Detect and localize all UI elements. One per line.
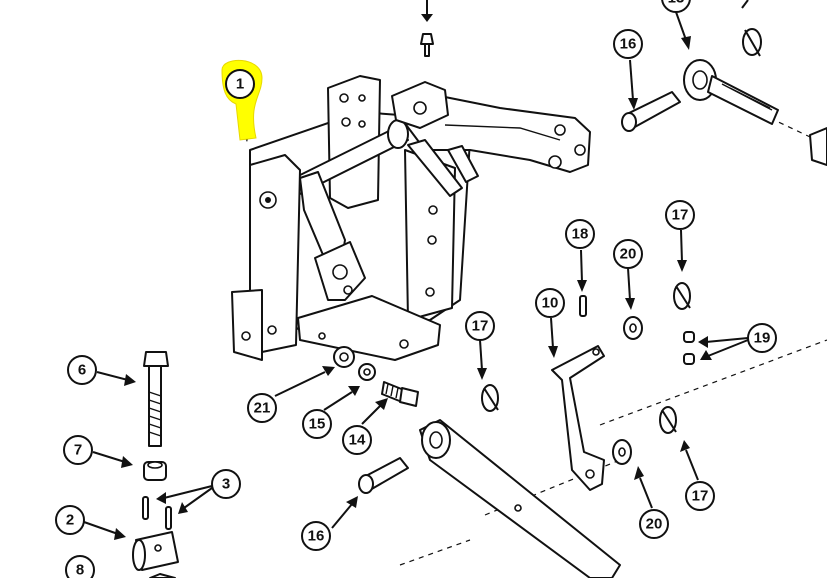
leader-lines: [83, 0, 749, 540]
callout-14[interactable]: 14: [342, 425, 372, 455]
callout-17-middle[interactable]: 17: [465, 311, 495, 341]
callout-19[interactable]: 19: [747, 323, 777, 353]
callout-20-lower-label: 20: [646, 516, 663, 533]
callout-20-lower[interactable]: 20: [639, 509, 669, 539]
callout-10[interactable]: 10: [535, 288, 565, 318]
callout-3[interactable]: 3: [211, 469, 241, 499]
callout-1-label: 1: [236, 76, 244, 93]
callout-21-label: 21: [254, 400, 271, 417]
bushing-19-lower: [683, 353, 695, 365]
cylinder-end: [809, 127, 827, 166]
lynch-pin-17-middle: [481, 384, 499, 412]
callout-13[interactable]: 13: [661, 0, 691, 13]
callout-15[interactable]: 15: [302, 409, 332, 439]
callout-2-label: 2: [66, 512, 74, 529]
callout-20-upper[interactable]: 20: [613, 239, 643, 269]
callout-21[interactable]: 21: [247, 393, 277, 423]
bolt-6: [143, 351, 169, 447]
callout-17-upper-label: 17: [672, 207, 689, 224]
callout-8-label: 8: [76, 562, 84, 578]
rod-end-13: [683, 59, 779, 125]
callout-2[interactable]: 2: [55, 505, 85, 535]
bushing-19-upper: [683, 331, 695, 343]
lynch-pin-17-upper: [673, 282, 691, 310]
washer-20-lower: [612, 439, 632, 465]
callout-17-middle-label: 17: [472, 318, 489, 335]
callout-17-lower[interactable]: 17: [685, 481, 715, 511]
part-8-partial: [149, 573, 176, 578]
callout-16-lower[interactable]: 16: [301, 521, 331, 551]
callout-17-upper[interactable]: 17: [665, 200, 695, 230]
nut-7: [143, 461, 167, 481]
lynch-pin-17-lower: [659, 406, 677, 434]
callout-6[interactable]: 6: [67, 355, 97, 385]
callout-19-label: 19: [754, 330, 771, 347]
callout-17-lower-label: 17: [692, 488, 709, 505]
callout-15-label: 15: [309, 416, 326, 433]
callout-18[interactable]: 18: [565, 219, 595, 249]
main-frame-assembly: [231, 75, 591, 361]
callouts: 1 2 3 6 7 8 10 13: [55, 0, 777, 578]
grease-fitting: [420, 0, 434, 57]
callout-7[interactable]: 7: [63, 435, 93, 465]
callout-13-label: 13: [668, 0, 685, 7]
pin-16-upper: [621, 91, 681, 132]
callout-16-lower-label: 16: [308, 528, 325, 545]
spring-pin-18: [579, 295, 587, 317]
callout-16-upper[interactable]: 16: [613, 29, 643, 59]
callout-10-label: 10: [542, 295, 559, 312]
callout-1[interactable]: 1: [221, 59, 263, 141]
washer-21: [333, 346, 355, 368]
pin-16-lower: [358, 457, 409, 494]
lower-link-arm: [419, 419, 621, 578]
lynch-pin-upper-right: [742, 28, 762, 57]
callout-16-upper-label: 16: [620, 36, 637, 53]
bolt-14: [381, 381, 419, 407]
callout-8[interactable]: 8: [65, 555, 95, 578]
lock-washer-15: [358, 363, 376, 381]
collar-2: [132, 531, 179, 571]
bracket-10: [551, 345, 605, 491]
callout-6-label: 6: [78, 362, 86, 379]
callout-3-label: 3: [222, 476, 230, 493]
callout-7-label: 7: [74, 442, 82, 459]
callout-14-label: 14: [349, 432, 366, 449]
washer-20-upper: [623, 316, 643, 340]
roll-pins-3: [142, 496, 172, 530]
callout-20-upper-label: 20: [620, 246, 637, 263]
callout-18-label: 18: [572, 226, 589, 243]
